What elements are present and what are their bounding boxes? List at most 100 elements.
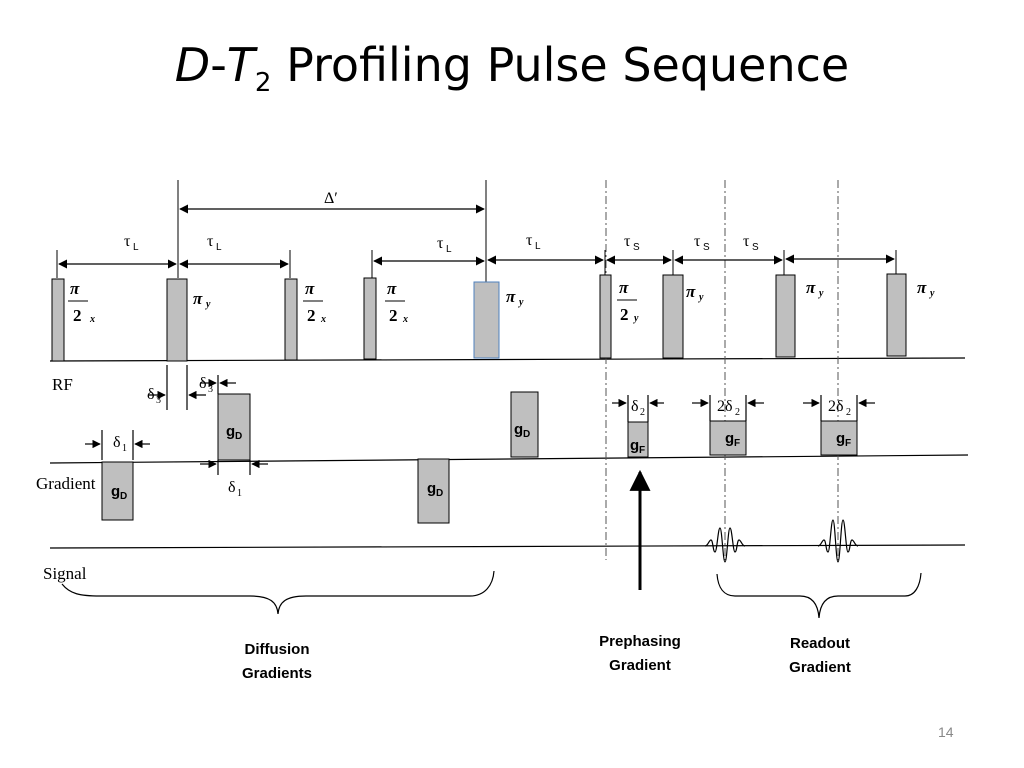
timing-ticks (56, 180, 897, 282)
svg-text:2: 2 (307, 306, 316, 325)
svg-text:g: g (427, 480, 436, 497)
rf-pulse-1 (51, 278, 65, 362)
readout-label-line2: Gradient (789, 659, 851, 676)
svg-text:τ: τ (694, 233, 701, 250)
rf-pulse-3 (284, 278, 298, 361)
delta-markers (85, 365, 875, 475)
svg-text:δ: δ (147, 386, 155, 403)
svg-text:2: 2 (389, 306, 398, 325)
svg-text:g: g (630, 437, 639, 454)
svg-text:D: D (120, 491, 127, 502)
svg-text:L: L (216, 242, 222, 253)
gradient-gf-2 (709, 420, 747, 456)
svg-text:π: π (619, 278, 629, 297)
svg-text:2δ: 2δ (717, 398, 733, 415)
dashdot-separators (605, 180, 839, 560)
svg-text:L: L (446, 244, 452, 255)
svg-text:δ: δ (199, 375, 207, 392)
svg-text:y: y (633, 313, 639, 324)
svg-text:y: y (518, 297, 524, 308)
svg-text:L: L (133, 242, 139, 253)
svg-text:π: π (193, 289, 203, 308)
svg-text:π: π (387, 279, 397, 298)
svg-text:2: 2 (620, 305, 629, 324)
svg-text:F: F (845, 438, 851, 449)
prephasing-label-line2: Gradient (609, 657, 671, 674)
echo-1 (704, 527, 746, 563)
pulse-labels: π 2 x π y π 2 x π 2 x π y π 2 y (68, 278, 935, 325)
svg-text:π: π (506, 287, 516, 306)
gradient-pulses (101, 391, 858, 524)
title-t: T (226, 38, 255, 92)
gradient-gd-1 (101, 461, 134, 521)
rf-pulse-6 (599, 274, 612, 359)
readout-brace (716, 572, 922, 619)
svg-text:F: F (639, 445, 645, 456)
pulse-label-8: π y (806, 278, 824, 299)
echo-2 (817, 519, 859, 563)
gradient-gd-2 (217, 393, 251, 461)
pulse-label-9: π y (917, 278, 935, 299)
slide-title: D-T2 Profiling Pulse Sequence (0, 38, 1024, 98)
title-dash: - (210, 38, 227, 92)
svg-text:1: 1 (122, 443, 127, 454)
svg-text:y: y (698, 292, 704, 303)
rf-pulse-8 (775, 274, 796, 358)
rf-label: RF (52, 375, 73, 394)
svg-text:S: S (703, 242, 710, 253)
gradient-baseline (49, 454, 969, 464)
pulse-label-5: π y (506, 287, 524, 308)
svg-text:x: x (402, 314, 408, 325)
svg-text:y: y (205, 299, 211, 310)
title-d: D (174, 38, 211, 92)
pulse-label-6: π 2 y (617, 278, 639, 324)
gradient-gf-1 (627, 421, 649, 458)
svg-text:D: D (523, 429, 530, 440)
svg-text:g: g (514, 421, 523, 438)
delta-prime-label: Δ′ (324, 190, 338, 207)
svg-text:g: g (725, 430, 734, 447)
rf-pulse-7 (662, 274, 684, 359)
rf-pulse-4 (363, 277, 377, 360)
readout-label-line1: Readout (790, 635, 850, 652)
svg-text:F: F (734, 438, 740, 449)
rf-pulse-5 (473, 281, 500, 359)
pulse-label-7: π y (686, 282, 704, 303)
svg-text:τ: τ (207, 233, 214, 250)
svg-text:g: g (836, 430, 845, 447)
svg-text:2: 2 (735, 407, 740, 418)
gradient-gf-3 (820, 420, 858, 456)
svg-text:τ: τ (124, 233, 131, 250)
rf-baseline (49, 357, 966, 362)
svg-text:τ: τ (526, 232, 533, 249)
diffusion-label-line1: Diffusion (245, 641, 310, 658)
braces (61, 570, 922, 619)
svg-text:δ: δ (631, 398, 639, 415)
svg-text:τ: τ (743, 233, 750, 250)
svg-text:D: D (436, 488, 443, 499)
svg-text:π: π (686, 282, 696, 301)
diffusion-label-line2: Gradients (242, 665, 312, 682)
svg-text:S: S (752, 242, 759, 253)
svg-text:δ: δ (113, 434, 121, 451)
echo-signals (704, 519, 859, 563)
